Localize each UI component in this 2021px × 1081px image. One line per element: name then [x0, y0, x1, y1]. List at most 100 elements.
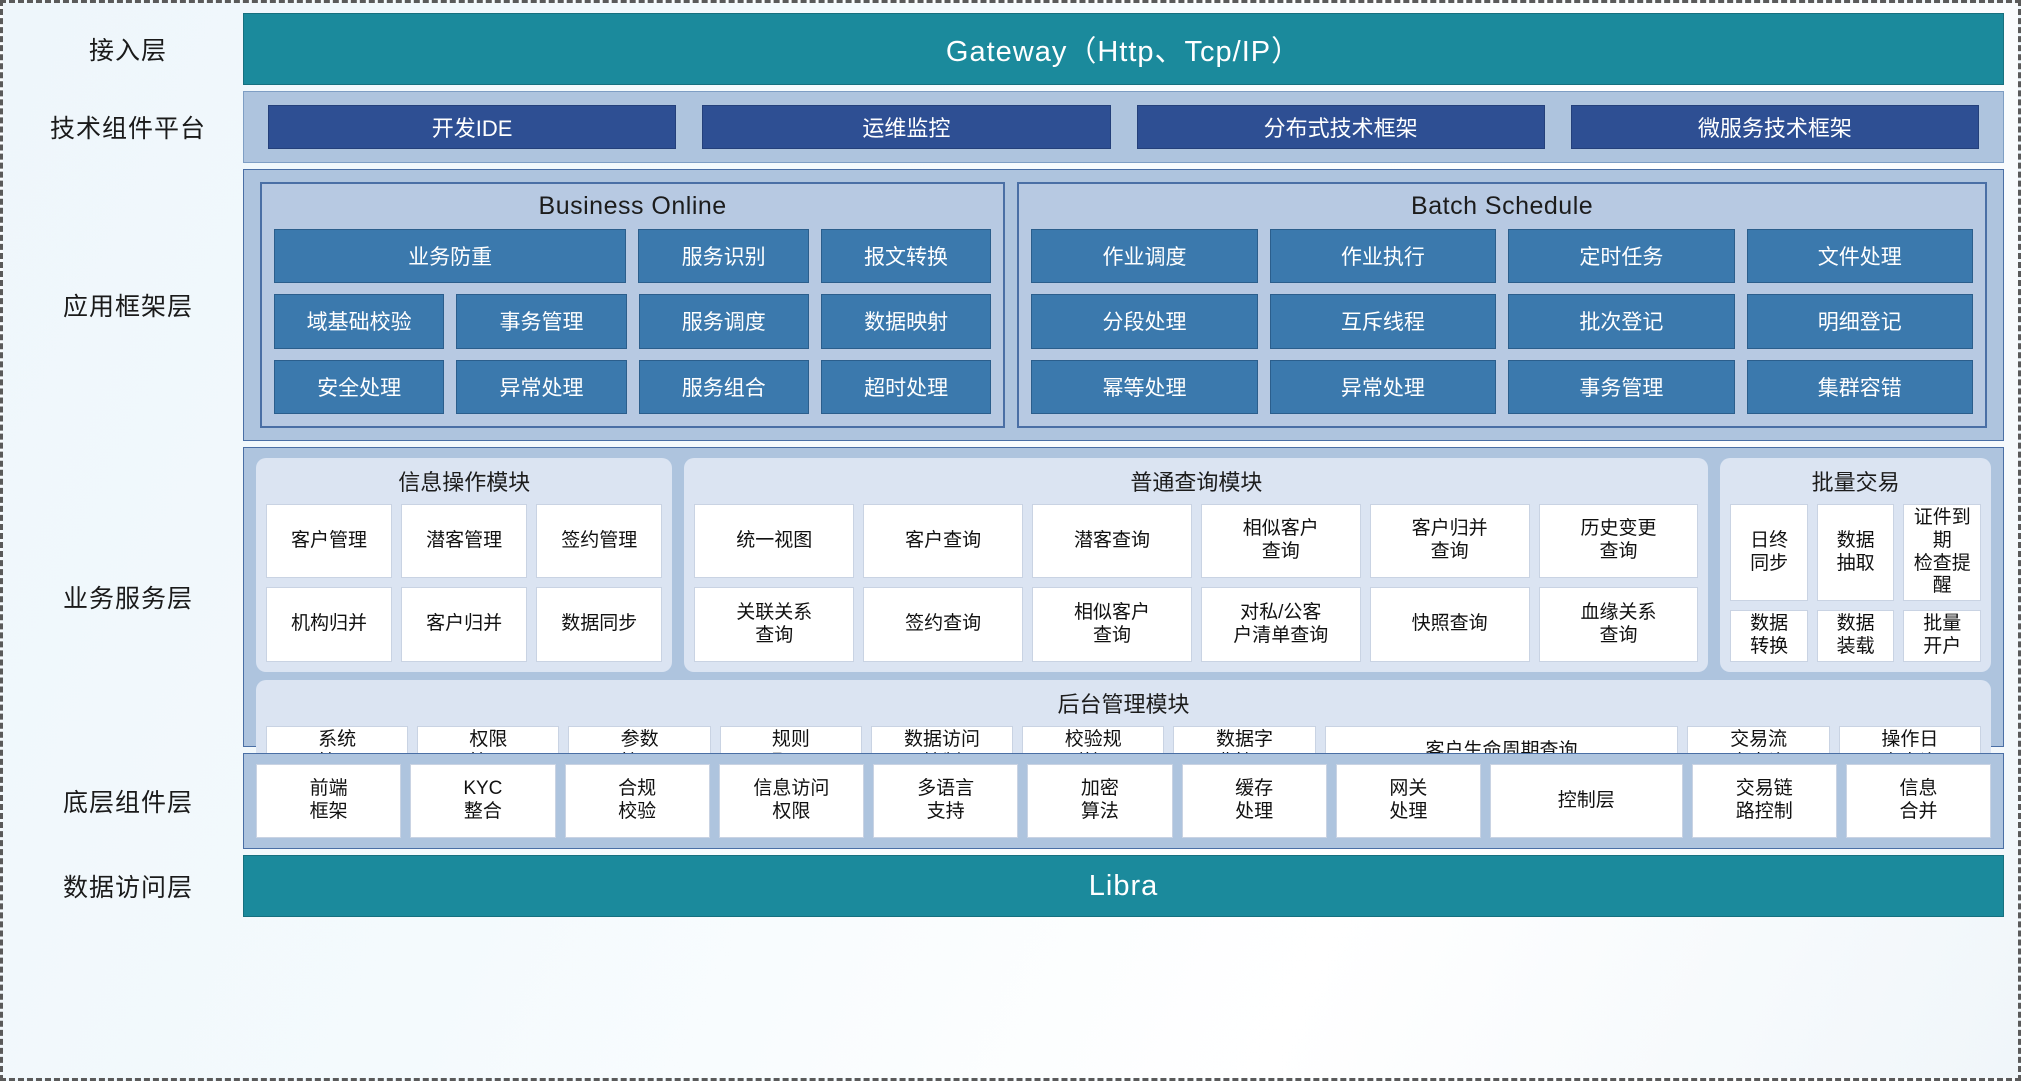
- layer-label-access: 接入层: [88, 36, 167, 65]
- cell-org-merge[interactable]: 机构归并: [266, 587, 393, 662]
- fw-chip-segment-process[interactable]: 分段处理: [1031, 294, 1258, 349]
- cell-id-expiry-reminder[interactable]: 证件到期 检查提醒: [1903, 504, 1981, 602]
- cell-contract-mgmt[interactable]: 签约管理: [536, 504, 663, 579]
- cell-data-sync[interactable]: 数据同步: [536, 587, 663, 662]
- fw-chip-service-identify[interactable]: 服务识别: [638, 229, 809, 284]
- layer-label-data-access: 数据访问层: [62, 873, 193, 902]
- cell-data-extract[interactable]: 数据 抽取: [1816, 504, 1895, 602]
- layer-row-tech: 技术组件平台 开发IDE 运维监控 分布式技术框架 微服务技术框架: [13, 91, 2004, 163]
- cell-info-access-permission[interactable]: 信息访问 权限: [718, 764, 864, 838]
- fw-row: 域基础校验 事务管理 服务调度 数据映射: [274, 294, 992, 349]
- cell-customer-merge[interactable]: 客户归并: [401, 587, 528, 662]
- fw-chip-data-mapping[interactable]: 数据映射: [820, 294, 992, 349]
- gateway-bar[interactable]: Gateway（Http、Tcp/IP）: [243, 13, 2004, 85]
- fw-chip-exception-handle[interactable]: 异常处理: [456, 359, 627, 414]
- base-component-panel: 前端 框架 KYC 整合 合规 校验 信息访问 权限 多语言 支持 加密 算法 …: [243, 753, 2004, 849]
- cell-prospect-query[interactable]: 潜客查询: [1032, 504, 1192, 579]
- layer-label-tech: 技术组件平台: [49, 114, 206, 143]
- fw-chip-file-process[interactable]: 文件处理: [1746, 229, 1973, 284]
- module-row: 关联关系 查询 签约查询 相似客户 查询 对私/公客 户清单查询 快照查询 血缘…: [694, 587, 1699, 662]
- cell-eod-sync[interactable]: 日终 同步: [1730, 504, 1808, 602]
- module-row: 客户管理 潜客管理 签约管理: [266, 504, 663, 579]
- cell-kyc-integration[interactable]: KYC 整合: [410, 764, 556, 838]
- fw-row: 幂等处理 异常处理 事务管理 集群容错: [1031, 359, 1973, 414]
- module-row: 机构归并 客户归并 数据同步: [266, 587, 663, 662]
- group-batch-schedule: Batch Schedule 作业调度 作业执行 定时任务 文件处理 分段处理 …: [1017, 182, 1987, 428]
- cell-customer-query[interactable]: 客户查询: [863, 504, 1024, 579]
- group-business-online: Business Online 业务防重 服务识别 报文转换 域基础校验 事务管…: [260, 182, 1006, 428]
- fw-chip-timed-task[interactable]: 定时任务: [1508, 229, 1735, 284]
- fw-chip-detail-register[interactable]: 明细登记: [1746, 294, 1973, 349]
- layer-row-access: 接入层 Gateway（Http、Tcp/IP）: [13, 13, 2004, 85]
- fw-chip-batch-transaction-mgmt[interactable]: 事务管理: [1508, 359, 1735, 414]
- cell-customer-merge-query[interactable]: 客户归并 查询: [1369, 504, 1530, 579]
- layer-label-app-framework: 应用框架层: [62, 292, 193, 321]
- module-row: 数据 转换 数据 装载 批量 开户: [1730, 610, 1981, 662]
- cell-encryption-algorithm[interactable]: 加密 算法: [1027, 764, 1173, 838]
- fw-chip-domain-validate[interactable]: 域基础校验: [274, 294, 445, 349]
- fw-row: 安全处理 异常处理 服务组合 超时处理: [274, 359, 992, 414]
- module-batch-transaction: 批量交易 日终 同步 数据 抽取 证件到期 检查提醒 数据 转换 数据 装载: [1720, 458, 1991, 672]
- fw-chip-security-handle[interactable]: 安全处理: [274, 359, 445, 414]
- fw-chip-idempotent-handle[interactable]: 幂等处理: [1031, 359, 1258, 414]
- tech-chip-microservice-framework[interactable]: 微服务技术框架: [1570, 105, 1979, 149]
- fw-chip-transaction-mgmt[interactable]: 事务管理: [456, 294, 627, 349]
- cell-data-load[interactable]: 数据 装载: [1816, 610, 1895, 662]
- fw-chip-batch-register[interactable]: 批次登记: [1508, 294, 1735, 349]
- fw-row: 业务防重 服务识别 报文转换: [274, 229, 992, 284]
- cell-retail-corporate-list-query[interactable]: 对私/公客 户清单查询: [1200, 587, 1361, 662]
- module-title-common-query: 普通查询模块: [1130, 470, 1263, 495]
- group-title-business-online: Business Online: [538, 192, 727, 220]
- fw-chip-timeout-handle[interactable]: 超时处理: [820, 359, 992, 414]
- cell-compliance-check[interactable]: 合规 校验: [564, 764, 710, 838]
- cell-transaction-chain-control[interactable]: 交易链 路控制: [1691, 764, 1837, 838]
- cell-contract-query[interactable]: 签约查询: [863, 587, 1024, 662]
- cell-lineage-relation-query[interactable]: 血缘关系 查询: [1538, 587, 1699, 662]
- cell-frontend-framework[interactable]: 前端 框架: [256, 764, 402, 838]
- tech-chip-distributed-framework[interactable]: 分布式技术框架: [1136, 105, 1545, 149]
- cell-similar-customer-query-1[interactable]: 相似客户 查询: [1200, 504, 1361, 579]
- module-title-backend-admin: 后台管理模块: [1057, 691, 1190, 717]
- fw-chip-service-dispatch[interactable]: 服务调度: [638, 294, 809, 349]
- tech-chip-ops-monitor[interactable]: 运维监控: [702, 105, 1111, 149]
- module-info-operation: 信息操作模块 客户管理 潜客管理 签约管理 机构归并 客户归并: [256, 458, 673, 672]
- cell-info-merge[interactable]: 信息 合并: [1845, 764, 1992, 838]
- cell-batch-account-open[interactable]: 批量 开户: [1903, 610, 1981, 662]
- libra-bar[interactable]: Libra: [243, 855, 2004, 917]
- layer-label-business-service: 业务服务层: [62, 584, 193, 613]
- fw-chip-message-convert[interactable]: 报文转换: [820, 229, 992, 284]
- cell-gateway-handling[interactable]: 网关 处理: [1335, 764, 1481, 838]
- fw-row: 分段处理 互斥线程 批次登记 明细登记: [1031, 294, 1973, 349]
- cell-prospect-mgmt[interactable]: 潜客管理: [401, 504, 528, 579]
- cell-snapshot-query[interactable]: 快照查询: [1369, 587, 1530, 662]
- cell-similar-customer-query-2[interactable]: 相似客户 查询: [1032, 587, 1192, 662]
- fw-chip-job-schedule[interactable]: 作业调度: [1031, 229, 1258, 284]
- cell-customer-mgmt[interactable]: 客户管理: [266, 504, 393, 579]
- layer-row-app-framework: 应用框架层 Business Online 业务防重 服务识别 报文转换 域: [13, 169, 2004, 441]
- fw-chip-cluster-fault-tolerance[interactable]: 集群容错: [1746, 359, 1973, 414]
- fw-row: 作业调度 作业执行 定时任务 文件处理: [1031, 229, 1973, 284]
- app-framework-panel: Business Online 业务防重 服务识别 报文转换 域基础校验 事务管…: [243, 169, 2004, 441]
- cell-data-transform[interactable]: 数据 转换: [1730, 610, 1808, 662]
- group-title-batch-schedule: Batch Schedule: [1411, 192, 1594, 220]
- cell-relation-query[interactable]: 关联关系 查询: [694, 587, 855, 662]
- cell-multilanguage-support[interactable]: 多语言 支持: [873, 764, 1019, 838]
- layer-label-base-component: 底层组件层: [62, 788, 193, 817]
- cell-unified-view[interactable]: 统一视图: [694, 504, 855, 579]
- fw-chip-mutex-thread[interactable]: 互斥线程: [1269, 294, 1497, 349]
- module-row: 统一视图 客户查询 潜客查询 相似客户 查询 客户归并 查询 历史变更 查询: [694, 504, 1699, 579]
- fw-chip-job-execute[interactable]: 作业执行: [1269, 229, 1497, 284]
- layer-row-base-component: 底层组件层 前端 框架 KYC 整合 合规 校验 信息访问 权限 多语言 支持 …: [13, 753, 2004, 849]
- tech-chip-ide[interactable]: 开发IDE: [268, 105, 677, 149]
- fw-chip-batch-exception-handle[interactable]: 异常处理: [1269, 359, 1497, 414]
- cell-cache-handling[interactable]: 缓存 处理: [1181, 764, 1327, 838]
- module-backend-admin: 后台管理模块 系统 管理 权限 管理 参数 管理 规则 配置 数据访问 控制 校…: [256, 679, 1991, 788]
- layer-row-data-access: 数据访问层 Libra: [13, 855, 2004, 917]
- fw-chip-service-compose[interactable]: 服务组合: [638, 359, 809, 414]
- cell-history-change-query[interactable]: 历史变更 查询: [1538, 504, 1699, 579]
- cell-control-layer[interactable]: 控制层: [1490, 764, 1683, 838]
- fw-chip-business-dedup[interactable]: 业务防重: [274, 229, 627, 284]
- layer-row-business-service: 业务服务层 信息操作模块 客户管理 潜客管理 签约管理: [13, 447, 2004, 788]
- module-row: 日终 同步 数据 抽取 证件到期 检查提醒: [1730, 504, 1981, 602]
